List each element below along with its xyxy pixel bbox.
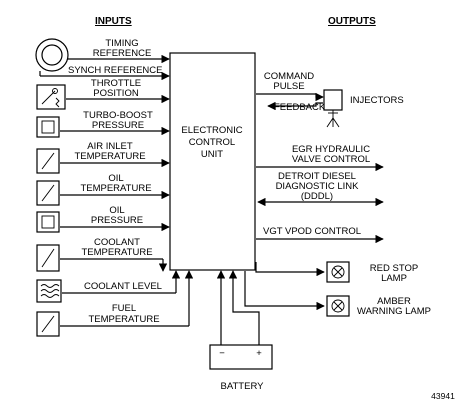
coolant-temp-sensor-icon <box>36 244 60 272</box>
amber-label-line2: WARNING LAMP <box>357 306 431 317</box>
amber-label-line1: AMBER <box>377 296 411 307</box>
amber-arrow <box>244 271 325 311</box>
redstop-arrow <box>255 262 325 277</box>
redstop-label-line2: LAMP <box>381 273 407 284</box>
injector-icon <box>323 89 343 128</box>
feedback-arrow <box>267 101 323 111</box>
fuel-temp-sensor-icon <box>36 311 60 337</box>
figure-number: 43941 <box>431 391 455 401</box>
dddl-label-line1: DETROIT DIESEL <box>278 171 356 182</box>
inputs-header: INPUTS <box>95 16 132 27</box>
amber-warning-lamp-icon <box>326 295 350 317</box>
air-label-line1: AIR INLET <box>87 141 133 152</box>
ecu-box <box>169 52 256 271</box>
vgt-label: VGT VPOD CONTROL <box>263 226 361 237</box>
timing-label-line2: REFERENCE <box>93 48 152 59</box>
fuel-label-line1: FUEL <box>112 303 136 314</box>
air-label-line2: TEMPERATURE <box>74 151 145 162</box>
air-temp-sensor-icon <box>36 148 60 174</box>
coolant-level-sensor-icon <box>36 279 62 303</box>
oil-temp-sensor-icon <box>36 180 60 206</box>
oilpress-label-line1: OIL <box>109 205 124 216</box>
turbo-label-line2: PRESSURE <box>92 120 144 131</box>
battery-minus: − <box>219 348 225 359</box>
dddl-label-line3: (DDDL) <box>301 191 333 202</box>
dddl-label-line2: DIAGNOSTIC LINK <box>276 181 360 192</box>
turbo-pressure-sensor-icon <box>36 116 60 138</box>
ecu-label-line3: UNIT <box>201 149 223 160</box>
redstop-label-line1: RED STOP <box>370 263 418 274</box>
oiltemp-label-line2: TEMPERATURE <box>80 183 151 194</box>
command-pulse-arrow <box>256 92 324 102</box>
command-label-line2: PULSE <box>273 81 304 92</box>
timing-sensor-icon <box>35 38 69 72</box>
throttle-label-line1: THROTTLE <box>91 78 141 89</box>
turbo-label-line1: TURBO-BOOST <box>83 110 153 121</box>
timing-label-line1: TIMING <box>105 38 138 49</box>
fuel-label-line2: TEMPERATURE <box>88 314 159 325</box>
oil-pressure-sensor-icon <box>36 211 60 233</box>
battery-positive-wire <box>228 270 260 345</box>
ecu-label-line2: CONTROL <box>189 137 235 148</box>
battery-plus: + <box>256 348 262 359</box>
feedback-label: FEEDBACK <box>274 102 326 113</box>
battery-label: BATTERY <box>221 381 265 392</box>
coolanttemp-label-line1: COOLANT <box>94 237 140 248</box>
red-stop-lamp-icon <box>326 261 350 283</box>
oilpress-label-line2: PRESSURE <box>91 215 143 226</box>
outputs-header: OUTPUTS <box>328 16 376 27</box>
injectors-label: INJECTORS <box>350 95 404 106</box>
ecu-label-line1: ELECTRONIC <box>181 125 242 136</box>
egr-label-line2: VALVE CONTROL <box>292 154 370 165</box>
coolanttemp-label-line2: TEMPERATURE <box>81 247 152 258</box>
egr-label-line1: EGR HYDRAULIC <box>292 144 370 155</box>
coolantlevel-label: COOLANT LEVEL <box>84 281 162 292</box>
throttle-label-line2: POSITION <box>93 88 139 99</box>
battery-icon <box>209 344 273 370</box>
throttle-sensor-icon <box>36 84 66 110</box>
oiltemp-label-line1: OIL <box>108 173 123 184</box>
synch-label: SYNCH REFERENCE <box>68 65 163 76</box>
command-label-line1: COMMAND <box>264 71 314 82</box>
